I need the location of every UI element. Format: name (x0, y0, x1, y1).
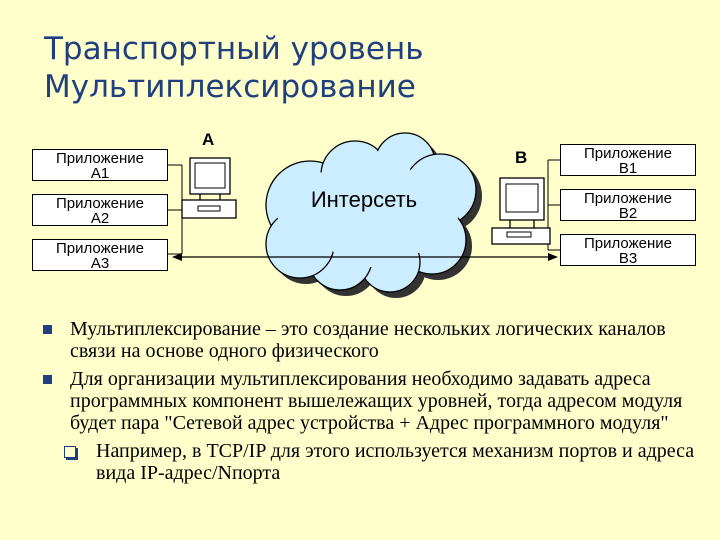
bullet-list: Мультиплексирование – это создание неско… (40, 318, 710, 484)
app-a1-line2: А1 (90, 165, 110, 182)
app-b3-line1: Приложение (584, 235, 672, 252)
host-b-label: B (515, 148, 528, 167)
square-bullet-icon (43, 375, 52, 384)
app-a3-line1: Приложение (56, 240, 144, 257)
app-b2-line2: В2 (618, 205, 638, 222)
bullet-item: Для организации мультиплексирования необ… (40, 368, 710, 434)
app-a3-box: Приложение А3 (32, 239, 168, 271)
app-a3-line2: А3 (90, 255, 110, 272)
bullet-text-2: Для организации мультиплексирования необ… (70, 368, 683, 434)
host-a-label: A (202, 130, 215, 149)
bullet-item: Мультиплексирование – это создание неско… (40, 318, 710, 362)
title-line-1: Транспортный уровень (44, 31, 424, 67)
app-b1-line2: В1 (618, 160, 638, 177)
app-a2-box: Приложение А2 (32, 194, 168, 226)
app-b2-box: Приложение В2 (560, 189, 696, 221)
app-b2-line1: Приложение (584, 190, 672, 207)
title-line-2: Мультиплексирование (44, 69, 416, 105)
app-a2-line1: Приложение (56, 195, 144, 212)
square-bullet-icon (43, 325, 52, 334)
app-b1-box: Приложение В1 (560, 144, 696, 176)
logical-channel-arrow (172, 253, 558, 261)
app-a1-line1: Приложение (56, 150, 144, 167)
hollow-square-bullet-icon (64, 446, 76, 458)
app-a1-box: Приложение А1 (32, 149, 168, 181)
app-a2-line2: А2 (90, 210, 110, 227)
app-b1-line1: Приложение (584, 145, 672, 162)
app-b3-box: Приложение В3 (560, 234, 696, 266)
computer-b-icon (491, 177, 551, 245)
computer-a-icon (181, 157, 237, 219)
sub-bullet-item: Например, в TCP/IP для этого используетс… (40, 440, 710, 484)
page-title: Транспортный уровень Мультиплексирование (44, 30, 424, 106)
network-diagram: Интерсеть (168, 132, 560, 298)
sub-bullet-text: Например, в TCP/IP для этого используетс… (96, 440, 695, 484)
bullet-text-1: Мультиплексирование – это создание неско… (70, 318, 666, 362)
cloud-label: Интерсеть (311, 187, 417, 212)
app-b3-line2: В3 (618, 250, 638, 267)
